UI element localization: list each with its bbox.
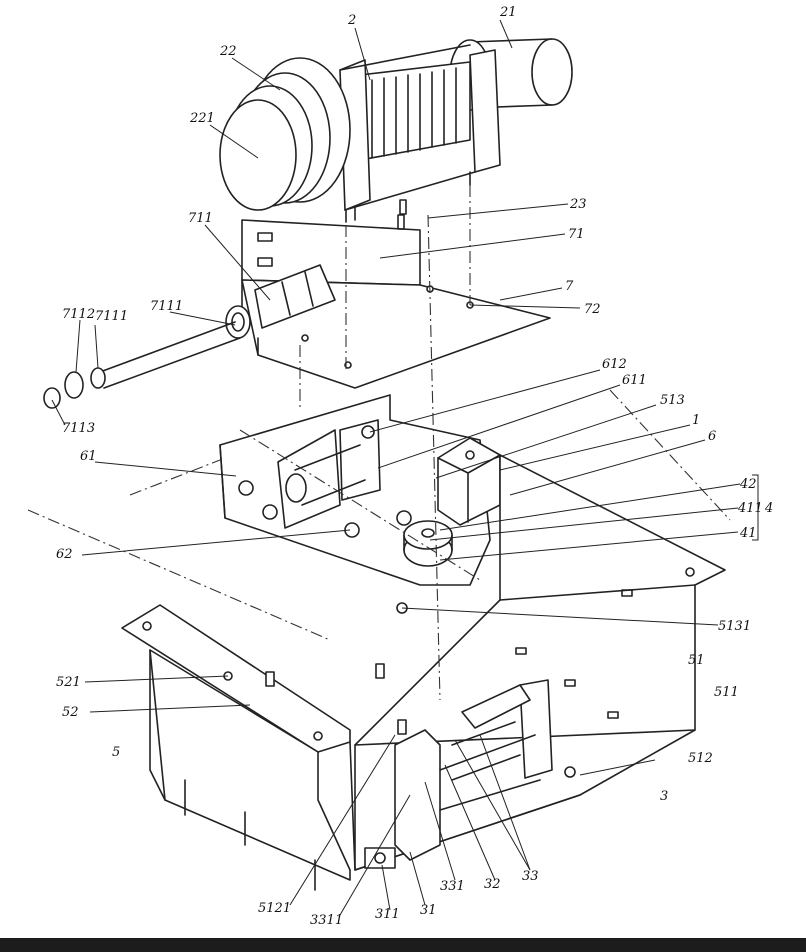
label-2: 2 bbox=[347, 13, 356, 28]
leader-lines bbox=[51, 19, 759, 916]
label-33: 33 bbox=[522, 869, 539, 884]
label-611: 611 bbox=[622, 373, 647, 388]
label-32: 32 bbox=[484, 877, 501, 892]
label-7112: 7112 bbox=[62, 307, 95, 322]
label-5: 5 bbox=[112, 745, 120, 760]
label-521: 521 bbox=[56, 675, 81, 690]
label-21: 21 bbox=[499, 5, 517, 20]
label-411: 411 bbox=[737, 501, 763, 516]
label-7113: 7113 bbox=[62, 421, 95, 436]
label-22: 22 bbox=[219, 44, 237, 59]
label-311: 311 bbox=[375, 907, 400, 922]
label-23: 23 bbox=[569, 197, 587, 212]
label-512: 512 bbox=[688, 751, 713, 766]
label-513: 513 bbox=[660, 393, 685, 408]
label-612: 612 bbox=[602, 357, 627, 372]
label-331: 331 bbox=[440, 879, 465, 894]
label-51: 51 bbox=[688, 653, 705, 668]
label-42: 42 bbox=[739, 477, 757, 492]
drive-unit bbox=[364, 679, 576, 869]
mounting-bracket bbox=[43, 199, 551, 409]
label-72: 72 bbox=[584, 302, 601, 317]
label-52: 52 bbox=[62, 705, 79, 720]
label-3311: 3311 bbox=[310, 913, 343, 928]
label-62: 62 bbox=[56, 547, 73, 562]
label-71: 71 bbox=[568, 227, 585, 242]
label-5121: 5121 bbox=[258, 901, 291, 916]
label-5131: 5131 bbox=[718, 619, 751, 634]
label-3: 3 bbox=[660, 789, 668, 804]
reference-labels: 2 21 22 221 23 711 71 7 72 7112 7111 711… bbox=[56, 5, 773, 928]
label-511: 511 bbox=[714, 685, 739, 700]
label-7111-a: 7111 bbox=[95, 309, 128, 324]
label-7: 7 bbox=[565, 279, 574, 294]
label-711: 711 bbox=[188, 211, 213, 226]
label-61: 61 bbox=[80, 449, 97, 464]
label-41: 41 bbox=[739, 526, 757, 541]
bottom-bar bbox=[0, 938, 806, 952]
mount-plate bbox=[219, 394, 501, 586]
label-221: 221 bbox=[189, 111, 215, 126]
winch-assembly bbox=[219, 38, 573, 223]
label-31: 31 bbox=[420, 903, 437, 918]
label-1: 1 bbox=[692, 413, 700, 428]
label-7111-b: 7111 bbox=[150, 299, 183, 314]
label-4: 4 bbox=[764, 501, 773, 516]
center-lines bbox=[27, 185, 731, 701]
label-6: 6 bbox=[708, 429, 716, 444]
